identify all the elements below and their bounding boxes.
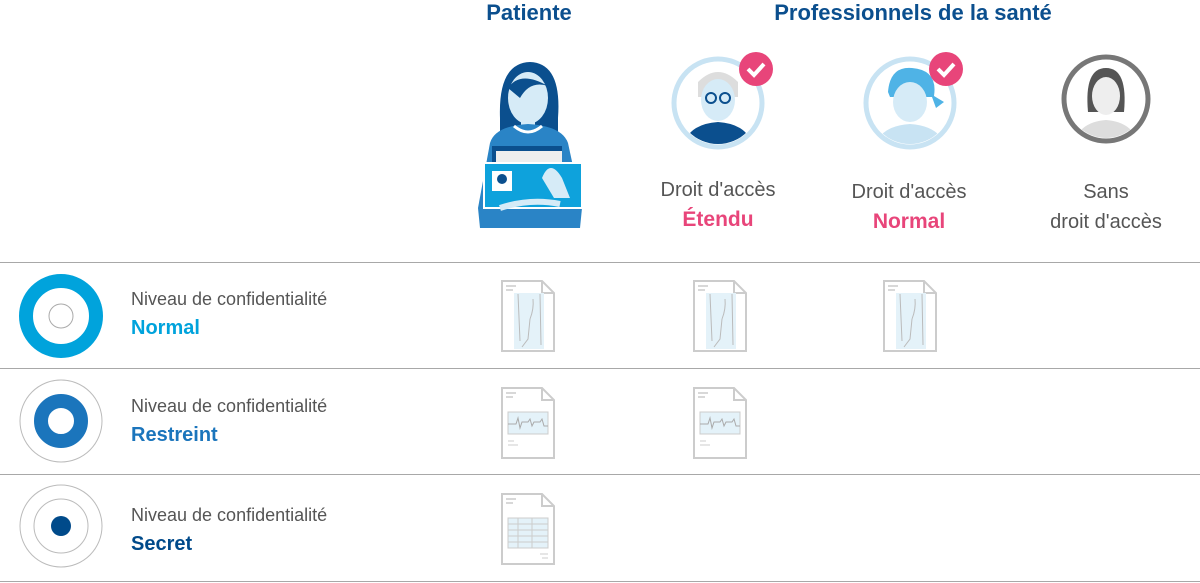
xray-document-icon[interactable] — [500, 279, 556, 353]
target-secret-icon — [19, 484, 103, 568]
patient-header: Patiente — [486, 0, 572, 25]
access-label-extended: Droit d'accès Étendu — [660, 179, 776, 231]
professionals-header: Professionnels de la santé — [774, 0, 1052, 25]
check-badge-icon — [929, 52, 963, 86]
patient-figure-icon — [478, 62, 583, 228]
table-document-icon[interactable] — [500, 492, 556, 566]
target-normal-icon — [19, 274, 103, 358]
nurse-avatar-icon — [863, 52, 963, 150]
doctor-avatar-icon — [671, 52, 773, 150]
target-restricted-icon — [19, 379, 103, 463]
xray-document-icon[interactable] — [692, 279, 748, 353]
divider — [0, 368, 1200, 369]
divider — [0, 474, 1200, 475]
ecg-document-icon[interactable] — [692, 386, 748, 460]
ecg-document-icon[interactable] — [500, 386, 556, 460]
check-badge-icon — [739, 52, 773, 86]
access-label-none: Sans droit d'accès — [1050, 181, 1162, 233]
no-access-avatar-icon — [1061, 54, 1151, 144]
divider — [0, 581, 1200, 582]
xray-document-icon[interactable] — [882, 279, 938, 353]
divider — [0, 262, 1200, 263]
access-label-normal: Droit d'accès Normal — [851, 181, 967, 233]
